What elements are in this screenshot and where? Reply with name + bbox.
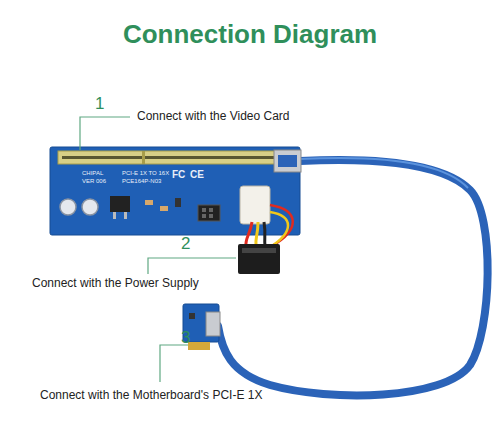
wire-yellow bbox=[256, 222, 258, 246]
board-marking: PCE164P-N03 bbox=[122, 178, 161, 185]
pin bbox=[202, 214, 206, 218]
sata-slot bbox=[242, 248, 276, 253]
callout-number: 3 bbox=[181, 328, 190, 348]
smd-part bbox=[160, 206, 168, 211]
callout-text: Connect with the Power Supply bbox=[32, 277, 199, 291]
board-marking: CHIPAL bbox=[82, 170, 103, 177]
board-marking: CE bbox=[190, 169, 204, 181]
gold-fingers bbox=[188, 342, 210, 350]
sata-connector bbox=[238, 244, 280, 274]
smd-part bbox=[145, 200, 153, 205]
regulator-pin bbox=[124, 212, 127, 219]
callout-text: Connect with the Motherboard's PCI-E 1X bbox=[40, 389, 262, 403]
wire-red bbox=[246, 222, 252, 246]
usb-port bbox=[274, 150, 301, 172]
wire-red bbox=[270, 205, 293, 246]
diagram-title: Connection Diagram bbox=[0, 20, 500, 50]
slot-key bbox=[142, 151, 145, 164]
molex-connector bbox=[240, 186, 270, 224]
usb-port-tongue bbox=[278, 155, 297, 167]
callout-text: Connect with the Video Card bbox=[137, 110, 290, 124]
pin bbox=[202, 208, 206, 212]
six-pin-connector bbox=[198, 205, 220, 221]
usb-cable bbox=[218, 160, 488, 395]
capacitor bbox=[60, 199, 76, 215]
slot-groove bbox=[62, 156, 274, 159]
leader-line bbox=[160, 345, 188, 382]
smd-part bbox=[175, 198, 181, 207]
pin bbox=[209, 214, 213, 218]
board-marking: VER 006 bbox=[82, 178, 106, 185]
wire-black bbox=[264, 222, 265, 246]
capacitor bbox=[82, 199, 98, 215]
board-marking: PCI-E 1X TO 16X bbox=[122, 170, 169, 177]
riser-board bbox=[50, 147, 300, 235]
leader-line bbox=[148, 258, 236, 274]
wire-yellow bbox=[270, 212, 288, 247]
usb-port bbox=[206, 312, 220, 336]
board-marking: FC bbox=[172, 169, 185, 181]
cable-highlight bbox=[300, 158, 468, 188]
pcie-x16-slot bbox=[58, 151, 278, 164]
smd-part bbox=[189, 313, 195, 319]
callout-number: 2 bbox=[181, 234, 190, 254]
pin bbox=[209, 208, 213, 212]
leader-line bbox=[80, 117, 130, 150]
callout-number: 1 bbox=[95, 94, 104, 114]
regulator-pin bbox=[113, 212, 116, 219]
regulator bbox=[110, 196, 130, 212]
